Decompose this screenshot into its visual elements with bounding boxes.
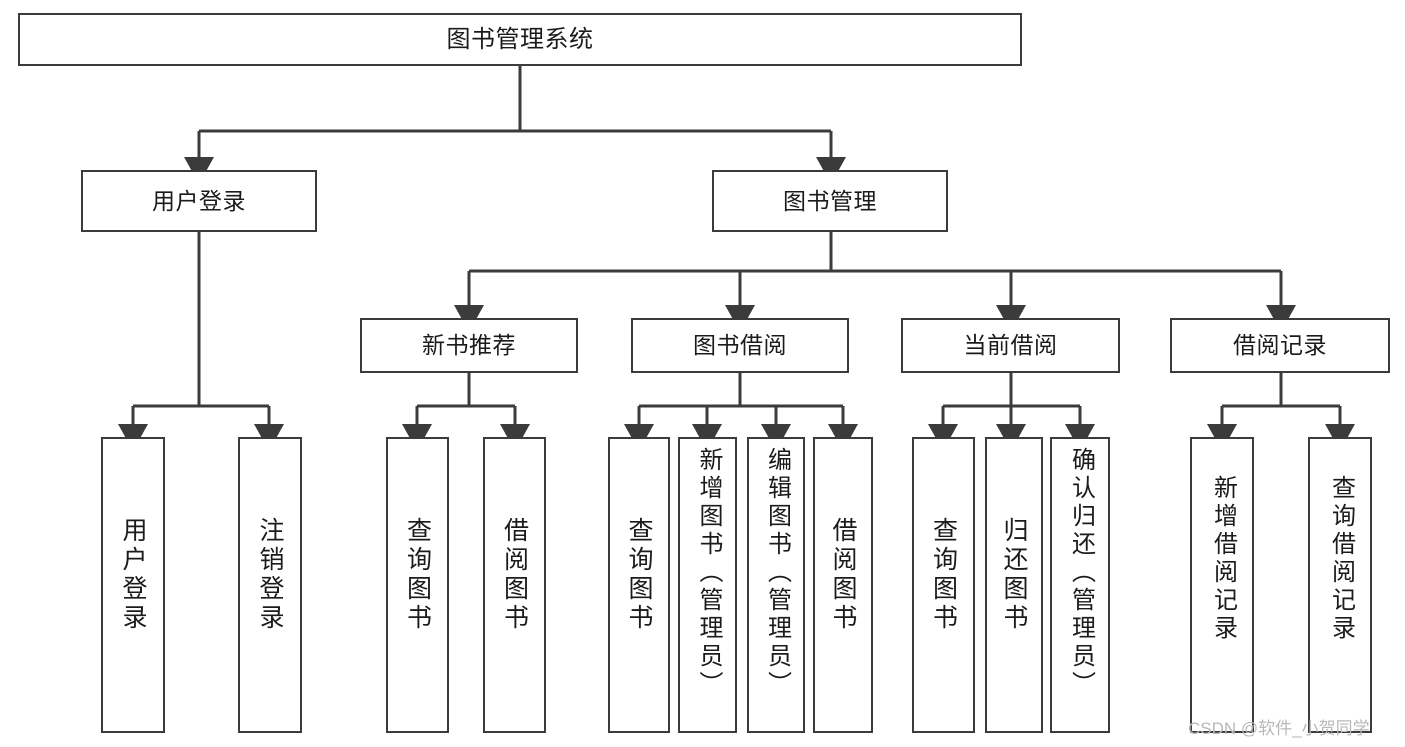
leaf-query-book-3-label: 查询图书 [929, 517, 958, 633]
node-root-label: 图书管理系统 [446, 25, 594, 53]
node-new-book-rec[interactable]: 新书推荐 [360, 318, 578, 373]
node-user-login[interactable]: 用户登录 [81, 170, 317, 232]
leaf-query-book-2-label: 查询图书 [625, 517, 653, 633]
leaf-borrow-book-2-label: 借阅图书 [829, 517, 857, 633]
node-borrow-record-label: 借阅记录 [1233, 332, 1327, 359]
leaf-return-book-label: 归还图书 [1000, 517, 1028, 633]
leaf-user-login[interactable]: 用户登录 [101, 437, 165, 733]
leaf-borrow-book-1[interactable]: 借阅图书 [483, 437, 546, 733]
node-borrow-record[interactable]: 借阅记录 [1170, 318, 1390, 373]
leaf-query-record-label: 查询借阅记录 [1327, 475, 1355, 643]
node-book-borrow-label: 图书借阅 [693, 332, 787, 359]
node-book-manage[interactable]: 图书管理 [712, 170, 948, 232]
leaf-query-book-1-label: 查询图书 [403, 517, 432, 633]
leaf-confirm-return-label: 确认归还（管理员） [1067, 447, 1095, 699]
leaf-add-record-label: 新增借阅记录 [1209, 475, 1237, 643]
node-current-borrow[interactable]: 当前借阅 [901, 318, 1120, 373]
leaf-confirm-return[interactable]: 确认归还（管理员） [1050, 437, 1110, 733]
leaf-query-book-2[interactable]: 查询图书 [608, 437, 670, 733]
leaf-add-book-label: 新增图书（管理员） [694, 447, 722, 699]
leaf-user-login-label: 用户登录 [119, 517, 147, 633]
node-root[interactable]: 图书管理系统 [18, 13, 1022, 66]
leaf-query-record[interactable]: 查询借阅记录 [1308, 437, 1372, 733]
node-new-book-rec-label: 新书推荐 [422, 332, 516, 359]
node-book-borrow[interactable]: 图书借阅 [631, 318, 849, 373]
leaf-add-record[interactable]: 新增借阅记录 [1190, 437, 1254, 733]
node-user-login-label: 用户登录 [152, 187, 246, 214]
leaf-edit-book-label: 编辑图书（管理员） [763, 447, 791, 699]
leaf-return-book[interactable]: 归还图书 [985, 437, 1043, 733]
leaf-borrow-book-1-label: 借阅图书 [500, 517, 529, 633]
leaf-borrow-book-2[interactable]: 借阅图书 [813, 437, 873, 733]
leaf-logout-login-label: 注销登录 [256, 517, 284, 633]
leaf-edit-book[interactable]: 编辑图书（管理员） [747, 437, 805, 733]
csdn-watermark: CSDN @软件_小贺同学 [1188, 719, 1370, 738]
leaf-logout-login[interactable]: 注销登录 [238, 437, 302, 733]
node-current-borrow-label: 当前借阅 [963, 332, 1058, 359]
leaf-query-book-3[interactable]: 查询图书 [912, 437, 975, 733]
leaf-query-book-1[interactable]: 查询图书 [386, 437, 449, 733]
leaf-add-book[interactable]: 新增图书（管理员） [678, 437, 737, 733]
node-book-manage-label: 图书管理 [783, 187, 877, 214]
